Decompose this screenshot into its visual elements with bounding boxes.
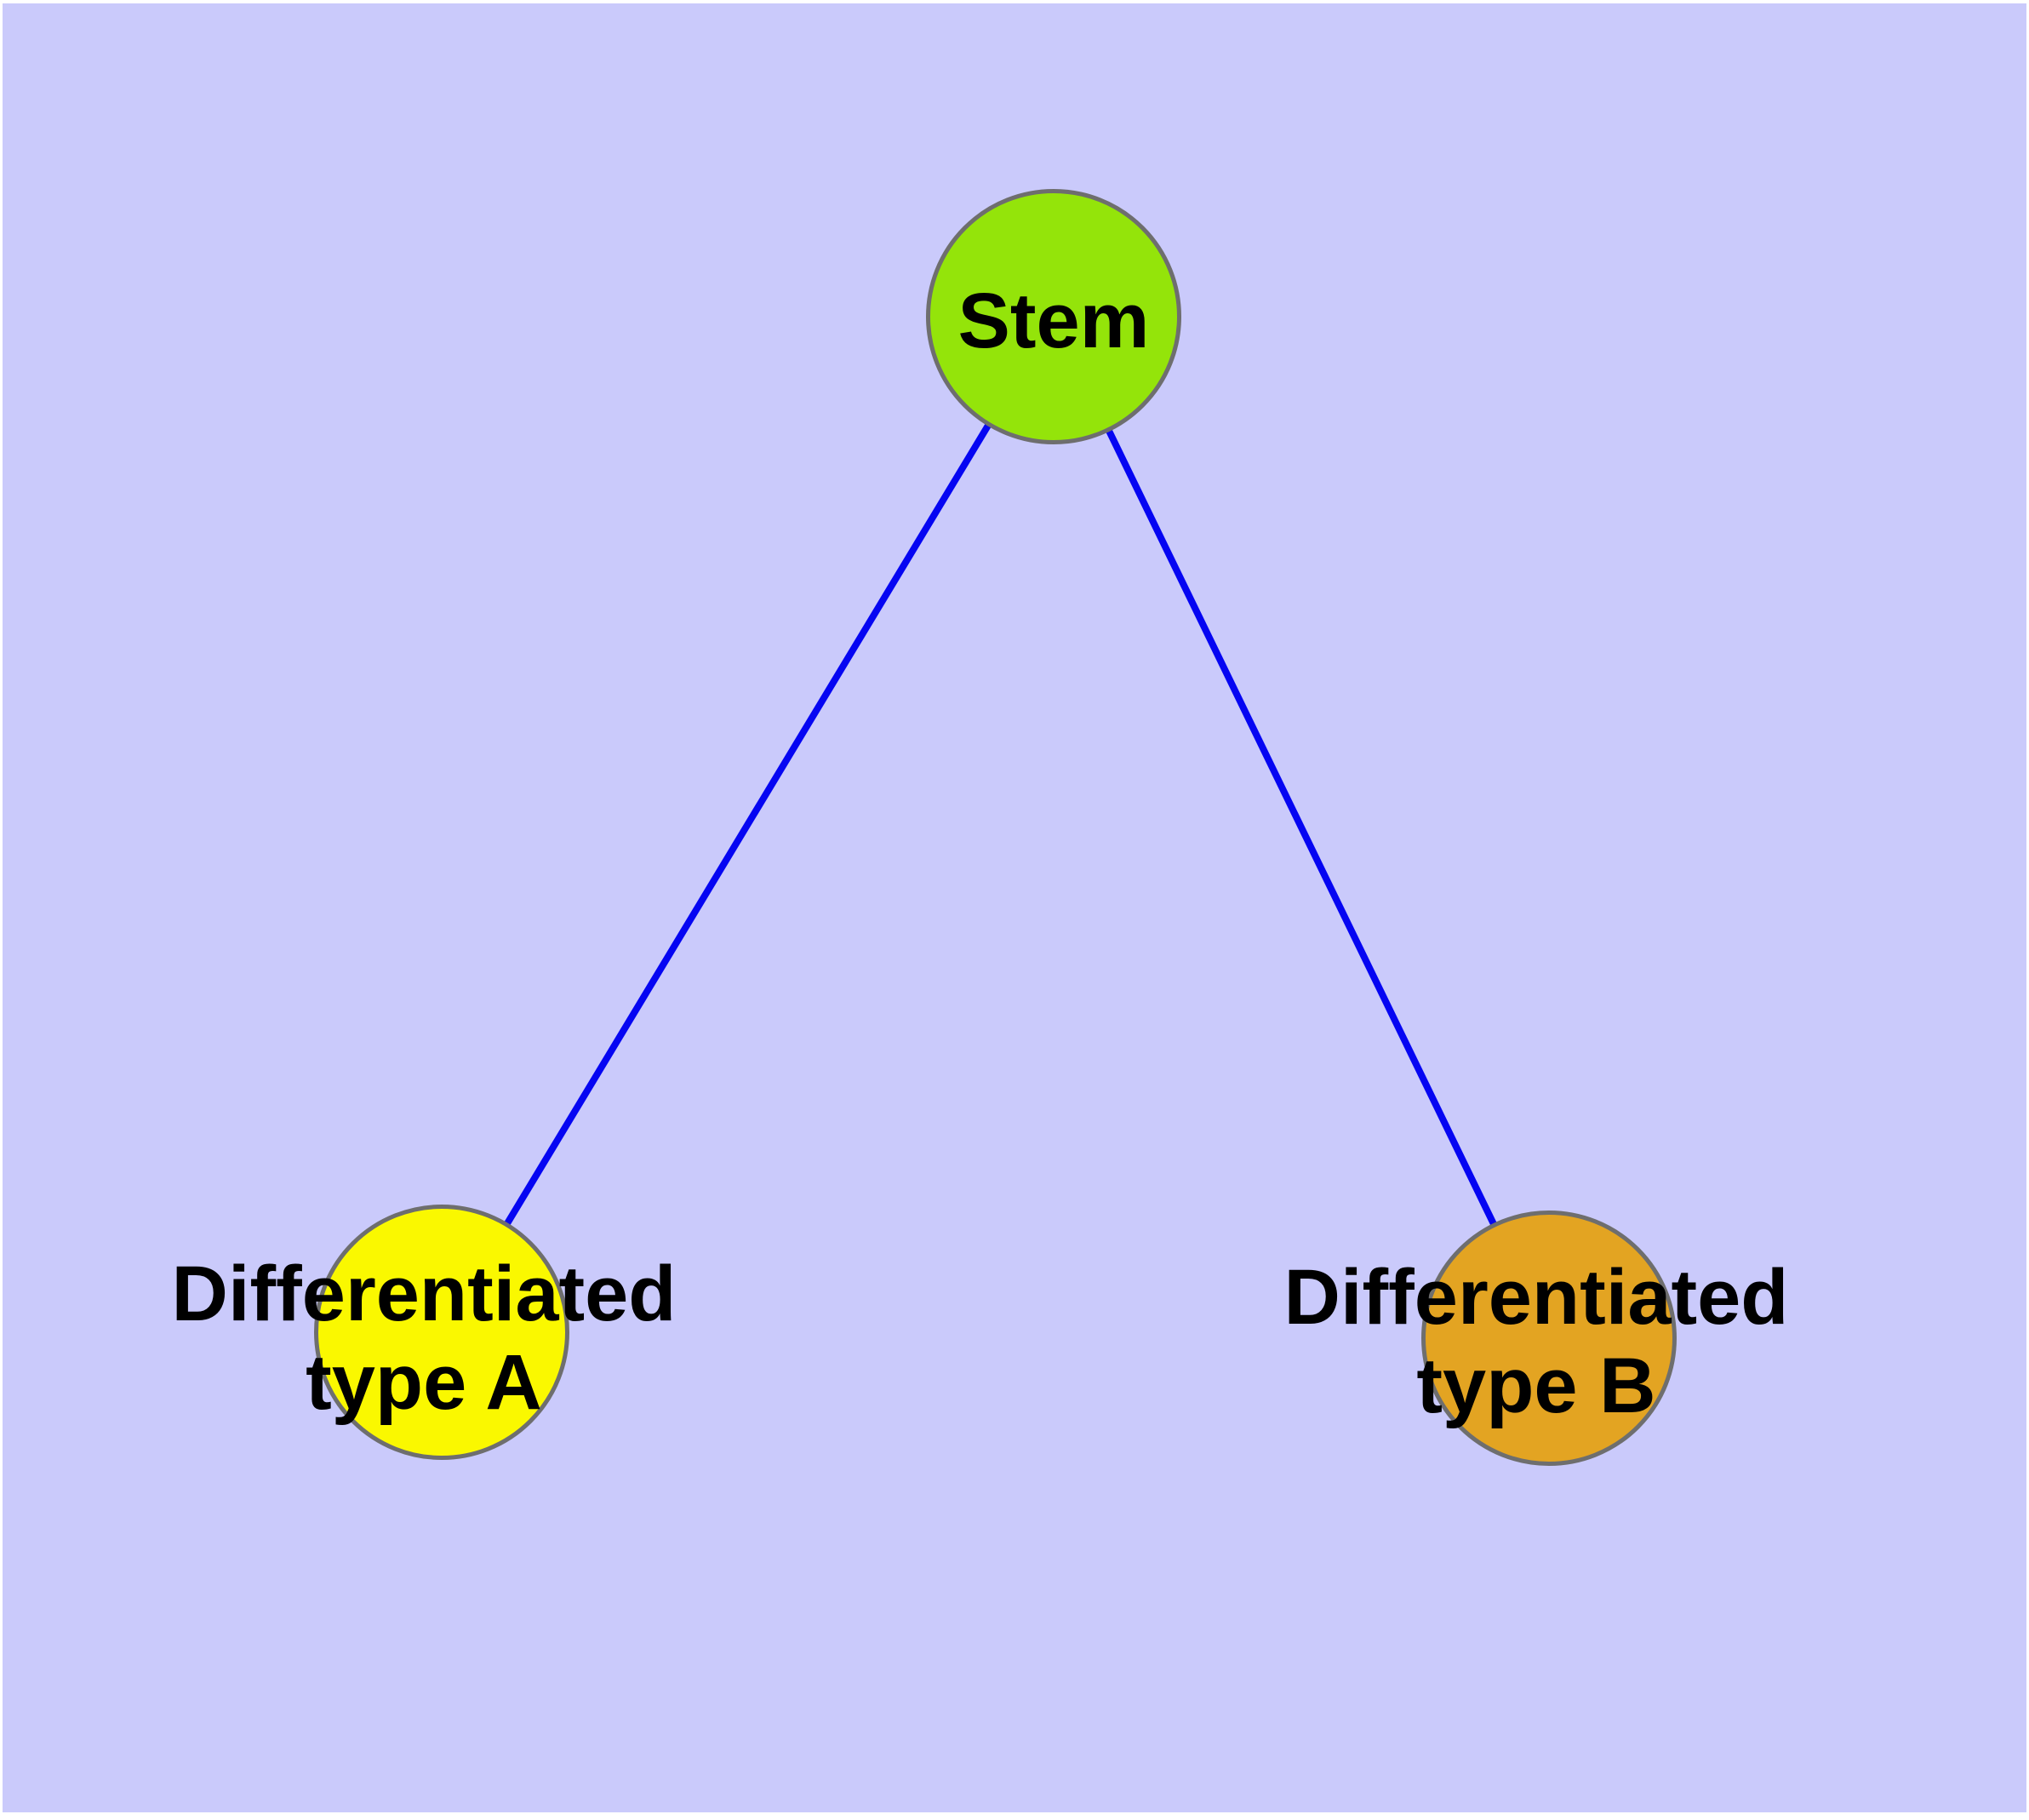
node-stem-label: Stem bbox=[958, 278, 1150, 364]
node-differentiated-type-b-label-line1: Differentiated bbox=[1284, 1254, 1789, 1341]
node-differentiated-type-b-label-line2: type B bbox=[1416, 1342, 1655, 1429]
node-differentiated-type-a-label-line2: type A bbox=[306, 1339, 542, 1426]
node-differentiated-type-a-label-line1: Differentiated bbox=[172, 1251, 677, 1337]
node-stem bbox=[926, 189, 1181, 444]
edge-stem-to-differentiated-type-b bbox=[1050, 315, 1552, 1340]
edge-stem-to-differentiated-type-a bbox=[438, 314, 1057, 1335]
node-differentiated-type-b bbox=[1421, 1210, 1677, 1466]
node-differentiated-type-a bbox=[314, 1205, 569, 1460]
